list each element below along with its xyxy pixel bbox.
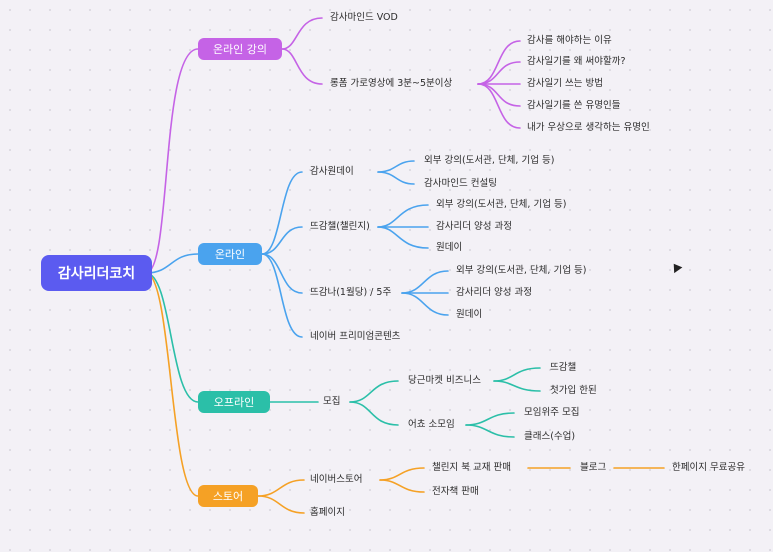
node-famous-journalers[interactable]: 감사일기를 쓴 유명인들 [527,100,621,111]
node-challenge-external[interactable]: 외부 강의(도서관, 단체, 기업 등) [436,199,567,210]
node-challenge-book[interactable]: 챌린지 북 교재 판매 [432,462,511,473]
node-ebook[interactable]: 전자책 판매 [432,486,479,497]
node-group-recruit[interactable]: 모임위주 모집 [524,407,580,418]
node-vod[interactable]: 감사마인드 VOD [330,12,398,23]
node-online[interactable]: 온라인 [198,243,262,265]
node-offline[interactable]: 오프라인 [198,391,270,413]
node-karrot-challenge[interactable]: 뜨감챌 [550,362,577,373]
node-karrot-business[interactable]: 당근마켓 비즈니스 [408,375,481,386]
connector-root-offline [145,272,199,403]
node-karrot-first-signup[interactable]: 첫가입 한된 [550,385,597,396]
connector-online-course-longform [281,48,323,85]
node-longform[interactable]: 롱폼 가로영상에 3분~5분이상 [330,78,453,89]
node-oneday-external[interactable]: 외부 강의(도서관, 단체, 기업 등) [424,155,555,166]
node-challenge[interactable]: 뜨감챌(챌린지) [310,221,370,232]
node-why-journal[interactable]: 감사일기를 왜 써야할까? [527,56,626,67]
node-one-page[interactable]: 한페이지 무료공유 [672,462,745,473]
node-why-gratitude[interactable]: 감사를 해야하는 이유 [527,35,612,46]
node-challenge-leader[interactable]: 감사리더 양성 과정 [436,221,512,232]
connector-root-online [145,253,199,274]
node-monthly-leader[interactable]: 감사리더 양성 과정 [456,287,532,298]
node-my-idol[interactable]: 내가 우상으로 생각하는 유명인 [527,122,650,133]
node-group-class[interactable]: 클래스(수업) [524,431,576,442]
node-naver-premium[interactable]: 네이버 프리미엄콘텐츠 [310,331,401,342]
node-homepage[interactable]: 홈페이지 [310,507,345,518]
node-challenge-oneday[interactable]: 원데이 [436,242,463,253]
node-blog[interactable]: 블로그 [580,462,607,473]
connector-online-course-vod [281,17,323,50]
node-store[interactable]: 스토어 [198,485,258,507]
node-monthly[interactable]: 뜨감나(1월당) / 5주 [310,287,392,298]
node-online-course[interactable]: 온라인 강의 [198,38,282,60]
connector-root-store [145,272,199,497]
node-oneday-consulting[interactable]: 감사마인드 컨설팅 [424,178,497,189]
node-gratitude-oneday[interactable]: 감사원데이 [310,166,354,177]
node-how-journal[interactable]: 감사일기 쓰는 방법 [527,78,603,89]
root-node[interactable]: 감사리더코치 [41,255,152,291]
node-small-group[interactable]: 어쵸 소모임 [408,419,455,430]
node-monthly-oneday[interactable]: 원데이 [456,309,483,320]
node-recruit[interactable]: 모집 [323,396,341,407]
connector-root-online-course [145,48,199,274]
node-monthly-external[interactable]: 외부 강의(도서관, 단체, 기업 등) [456,265,587,276]
node-naver-store[interactable]: 네이버스토어 [310,474,363,485]
